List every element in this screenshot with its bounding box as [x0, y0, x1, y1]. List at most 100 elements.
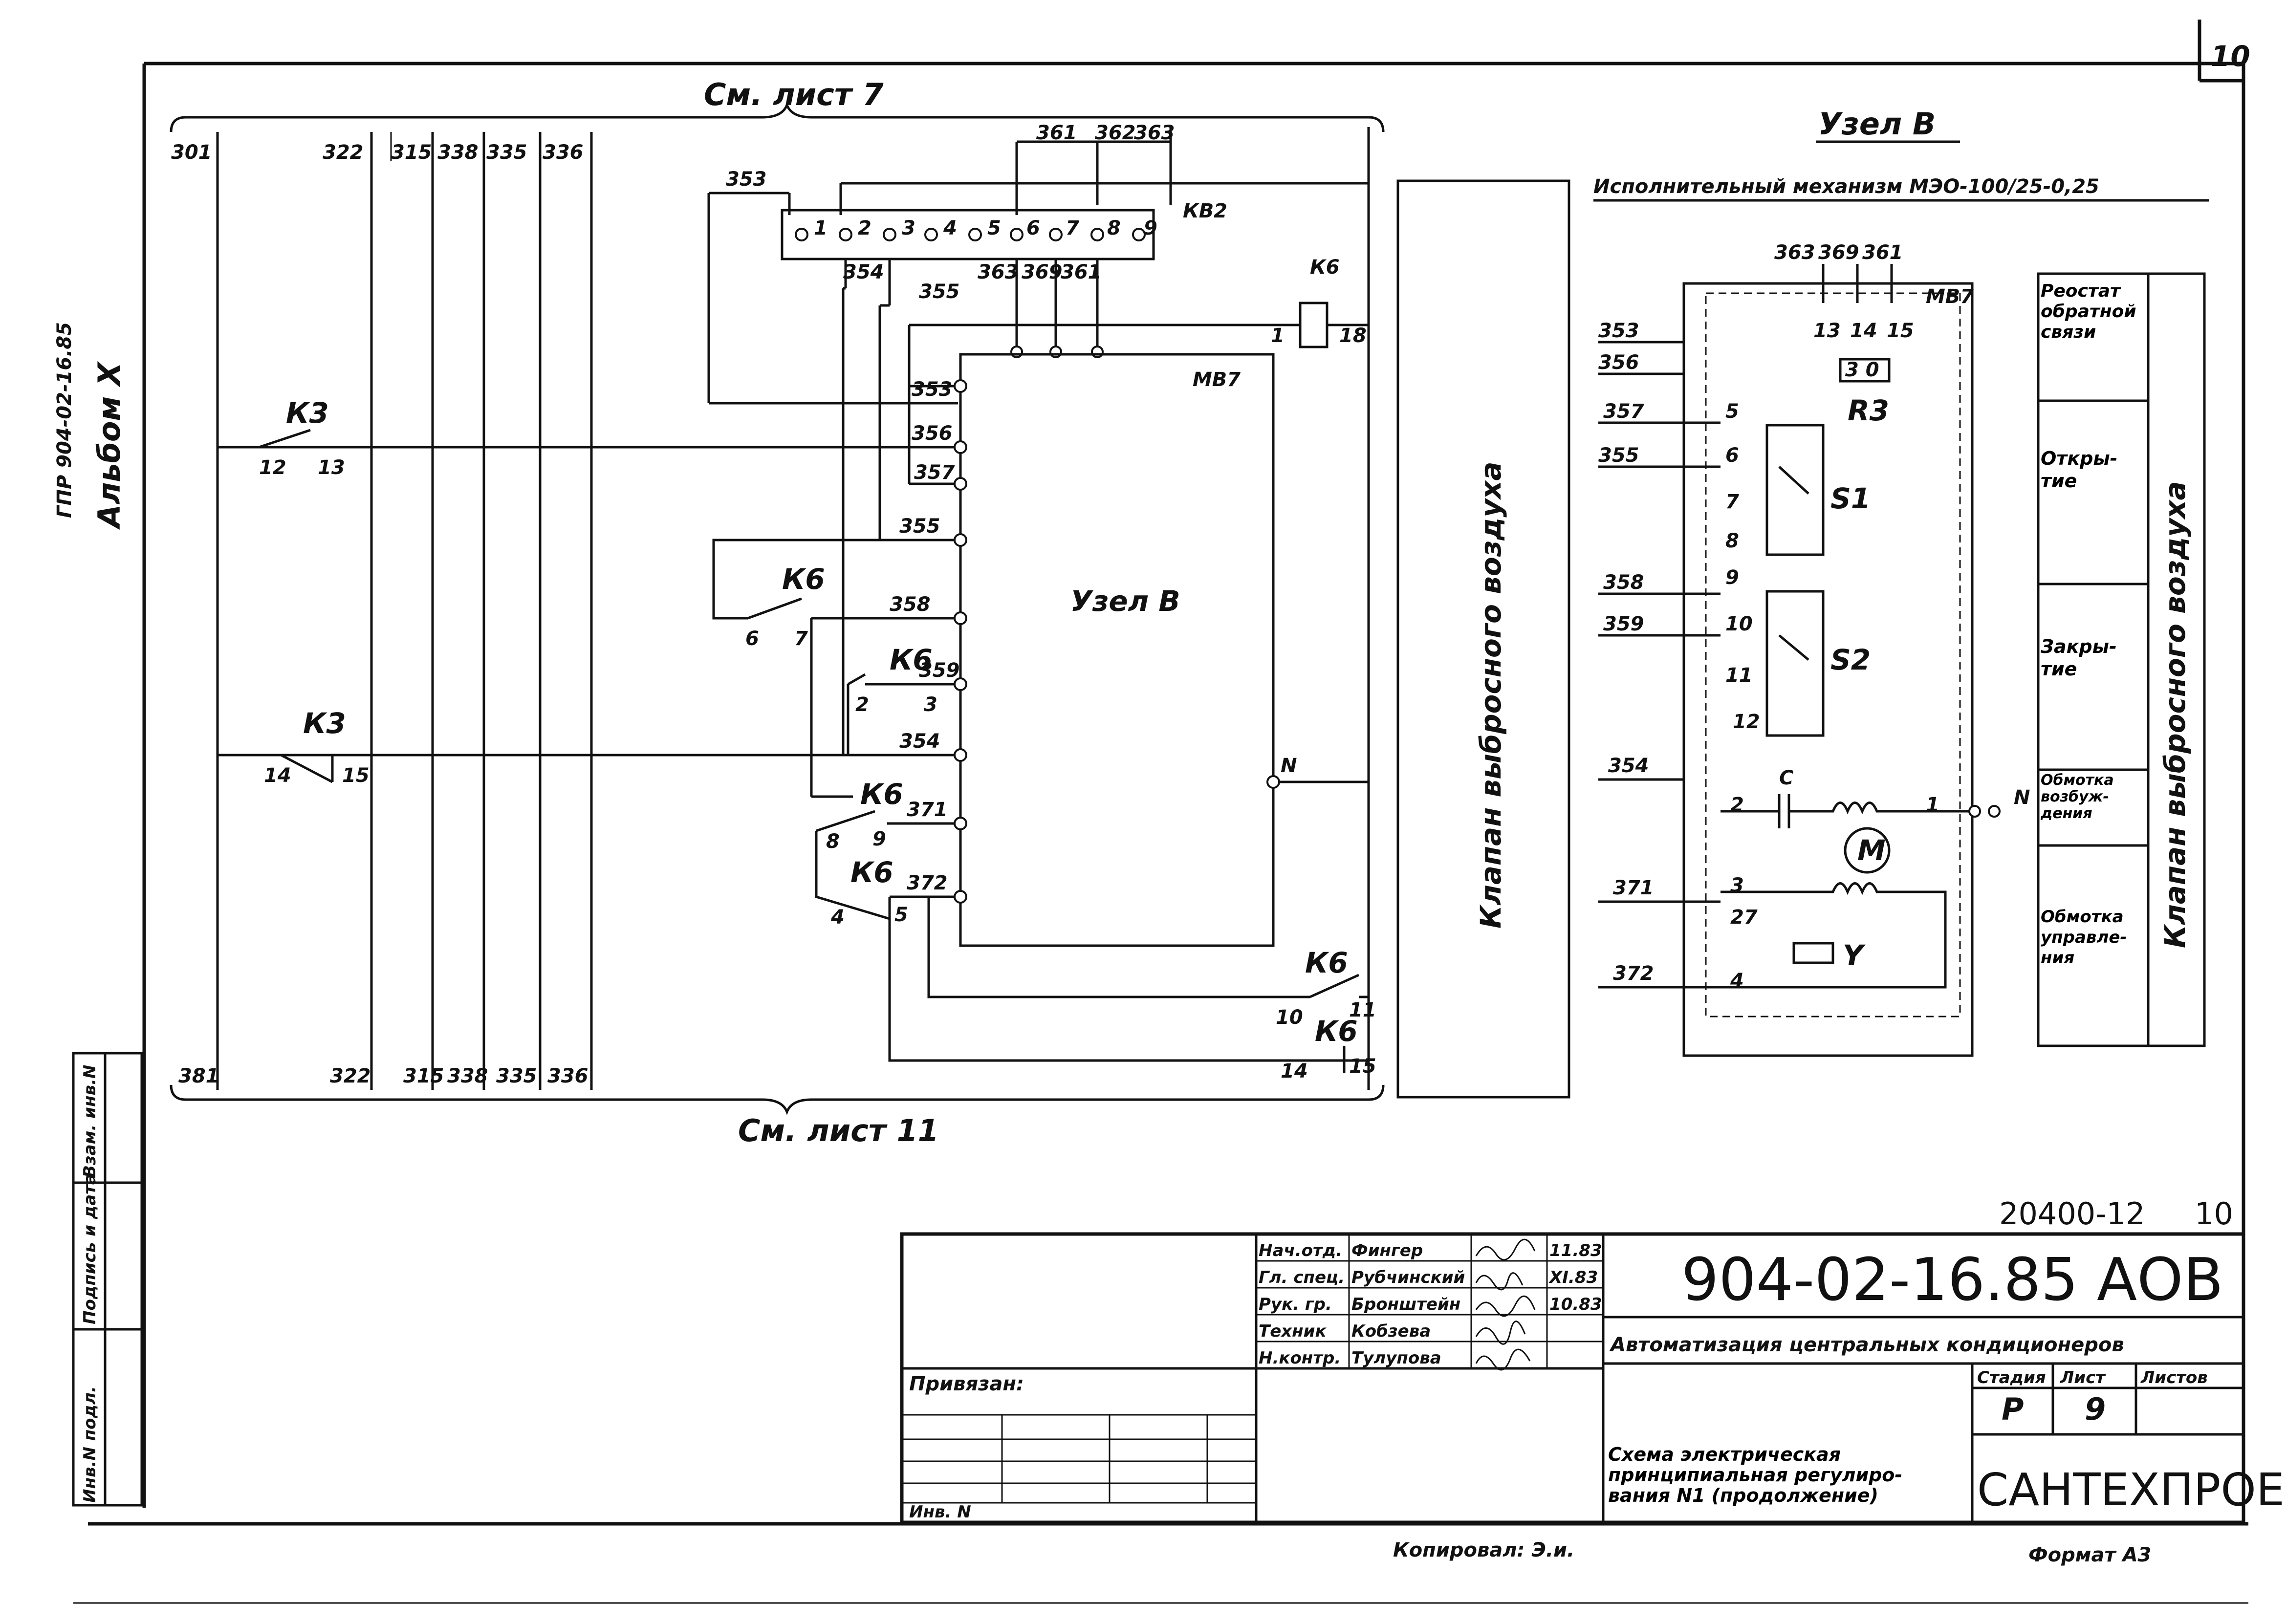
k6-c2-label: К6 — [890, 643, 933, 676]
k6-c2-pin-a: 2 — [855, 693, 869, 716]
k3-bottom-pin-b: 15 — [342, 764, 370, 787]
format-label: Формат А3 — [2028, 1544, 2151, 1566]
detail-t7: 7 — [1725, 491, 1739, 513]
k6-c4-pin-b: 5 — [894, 904, 908, 926]
see-sheet-bottom: См. лист 11 — [738, 1113, 939, 1148]
kb2-pin-3: 3 — [902, 217, 915, 239]
detail-in-371: 371 — [1613, 877, 1654, 899]
wire-353-top: 353 — [726, 168, 767, 191]
bound-label: Привязан: — [909, 1373, 1024, 1395]
damper-middle-label: Клапан выбросного воздуха — [1474, 461, 1507, 929]
detail-in-358: 358 — [1603, 571, 1644, 594]
bus-top-335: 335 — [486, 141, 527, 164]
block-in-359: 359 — [919, 659, 960, 682]
k6-c6-label: К6 — [1315, 1015, 1358, 1048]
side-code: ГПР 904-02-16.85 Альбом X — [53, 322, 127, 530]
detail-r3-pin-13: 13 — [1813, 320, 1841, 342]
name-0: Фингер — [1351, 1241, 1423, 1260]
detail-r3-pin-15: 15 — [1887, 320, 1914, 342]
sheets-header: Листов — [2140, 1368, 2208, 1387]
role-2: Рук. гр. — [1259, 1295, 1332, 1314]
detail-n: N — [2014, 786, 2030, 809]
legend-row-control: Обмотка управле- ния — [2041, 907, 2127, 968]
k3-top-label: К3 — [286, 396, 329, 430]
org-name: САНТЕХПРОЕКТ — [1977, 1464, 2287, 1516]
k6-c5-pin-b: 11 — [1349, 999, 1376, 1021]
copied-by: Копировал: Э.и. — [1393, 1539, 1574, 1561]
block-in-358: 358 — [890, 593, 931, 616]
page-marker-top: 10 — [2195, 1196, 2233, 1232]
stamp-inv-podl: Инв.N подл. — [80, 1386, 100, 1503]
detail-t3: 3 — [1730, 874, 1744, 897]
detail-in-359: 359 — [1603, 613, 1644, 635]
detail-s1: S1 — [1830, 482, 1871, 515]
see-sheet-bottom-brace: См. лист 11 — [170, 1084, 1385, 1148]
name-4: Тулупова — [1351, 1348, 1441, 1368]
kb2-pin-1: 1 — [814, 217, 828, 239]
k6-c2-pin-b: 3 — [924, 693, 937, 716]
doc-code: 904-02-16.85 АОВ — [1681, 1246, 2223, 1314]
name-1: Рубчинский — [1351, 1268, 1465, 1287]
left-bus-lines: 301 322 315 338 335 336 381 322 315 338 … — [171, 132, 593, 1090]
kb2-pin-5: 5 — [987, 217, 1001, 239]
detail-title: Узел В — [1818, 106, 1936, 142]
detail-t8: 8 — [1725, 530, 1739, 552]
detail-in-355: 355 — [1598, 444, 1639, 467]
see-sheet-top-brace: См. лист 7 — [170, 77, 1385, 132]
kb2-pin-2: 2 — [858, 217, 871, 239]
detail-in-356: 356 — [1598, 351, 1639, 374]
title-block: Нач.отд. Гл. спец. Рук. гр. Техник Н.кон… — [900, 1232, 2287, 1524]
top-wire-363: 363 — [1134, 122, 1175, 144]
stamp-signature-date: Подпись и дата — [80, 1173, 100, 1324]
top-wire-361: 361 — [1036, 122, 1077, 144]
signature-0 — [1475, 1238, 1536, 1261]
k3-top-pin-a: 12 — [259, 456, 286, 479]
node-b-schematic: 361 362 363 353 КВ2 1 2 3 4 5 6 7 8 9 35… — [218, 122, 1376, 1090]
kb2-label: КВ2 — [1183, 200, 1227, 222]
signature-4 — [1475, 1348, 1531, 1371]
page-number: 10 — [2211, 40, 2250, 73]
signature-3 — [1475, 1321, 1526, 1345]
bus-top-336: 336 — [543, 141, 584, 164]
k6-c1-pin-b: 7 — [794, 628, 808, 650]
k6-coil-pin-right: 18 — [1339, 325, 1367, 347]
bus-bottom-322: 322 — [330, 1065, 371, 1087]
detail-t4: 4 — [1730, 970, 1744, 992]
detail-m: M — [1857, 834, 1886, 867]
bus-top-338: 338 — [437, 141, 479, 164]
bus-top-315: 315 — [391, 141, 432, 164]
kb2-pin-4: 4 — [943, 217, 957, 239]
legend-row-close: Закры- тие — [2041, 636, 2117, 680]
role-3: Техник — [1259, 1321, 1327, 1341]
name-2: Бронштейн — [1351, 1295, 1460, 1314]
kb2-wire-354: 354 — [843, 261, 884, 283]
detail-r3-inner: 3 0 — [1845, 359, 1879, 381]
k6-c6-pin-b: 15 — [1349, 1055, 1376, 1078]
kb2-wire-355: 355 — [919, 281, 960, 303]
bus-bottom-381: 381 — [178, 1065, 219, 1087]
node-b-detail: Узел В Исполнительный механизм МЭО-100/2… — [1593, 106, 2209, 1057]
block-mb7-label: МВ7 — [1193, 368, 1241, 391]
inv-label: Инв. N — [909, 1502, 971, 1522]
block-in-355: 355 — [899, 515, 940, 538]
k3-bottom-pin-a: 14 — [264, 764, 291, 787]
stage-header: Стадия — [1977, 1368, 2046, 1387]
block-in-357: 357 — [914, 461, 955, 484]
kb2-pin-9: 9 — [1144, 217, 1157, 239]
left-stamp: Инв.N подл. Подпись и дата Взам. инв.N — [72, 1052, 143, 1507]
block-node-b-title: Узел В — [1070, 585, 1180, 618]
detail-t2: 2 — [1730, 794, 1744, 816]
stamp-replace-inv: Взам. инв.N — [80, 1065, 100, 1178]
legend-row-excitation: Обмотка возбуж- дения — [2041, 772, 2114, 822]
doc-description: Схема электрическая принципиальная регул… — [1608, 1444, 1903, 1506]
block-in-371: 371 — [907, 799, 948, 821]
detail-t27: 27 — [1730, 906, 1758, 929]
k6-c1-label: К6 — [782, 563, 825, 596]
role-4: Н.контр. — [1259, 1348, 1341, 1368]
bus-top-322: 322 — [323, 141, 364, 164]
date-2: 10.83 — [1549, 1295, 1602, 1314]
k6-c1-pin-a: 6 — [745, 628, 759, 650]
detail-r3-pin-14: 14 — [1850, 320, 1877, 342]
top-wire-362: 362 — [1095, 122, 1136, 144]
